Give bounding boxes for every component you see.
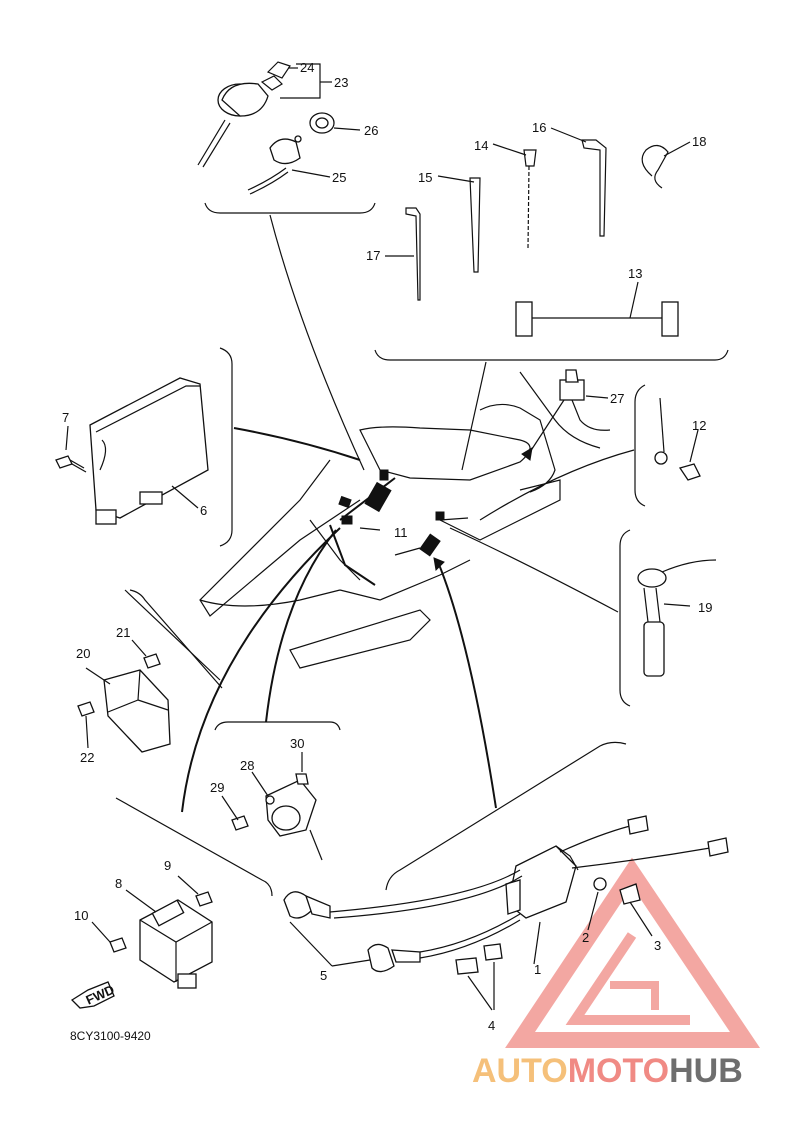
callout-22: 22 <box>80 750 94 765</box>
callout-19: 19 <box>698 600 712 615</box>
callout-numbers: 1 2 3 4 5 6 7 8 9 10 11 12 13 14 15 16 1… <box>62 60 712 1033</box>
switch-27-group <box>519 369 611 461</box>
cdi-unit-group <box>55 347 361 547</box>
callout-7: 7 <box>62 410 69 425</box>
watermark-auto: AUTO <box>472 1052 568 1090</box>
callout-18: 18 <box>692 134 706 149</box>
clamp-band-group <box>374 127 729 361</box>
callout-13: 13 <box>628 266 642 281</box>
ignition-coil-group <box>283 557 729 1011</box>
rectifier-group <box>77 527 341 813</box>
ground-wire-group <box>479 384 701 521</box>
sensor-19-group <box>449 527 717 707</box>
callout-16: 16 <box>532 120 546 135</box>
callout-5: 5 <box>320 968 327 983</box>
callout-9: 9 <box>164 858 171 873</box>
snowmobile-frame <box>199 403 561 669</box>
callout-25: 25 <box>332 170 346 185</box>
relay-group <box>70 797 273 1009</box>
part-number-code: 8CY3100-9420 <box>70 1029 151 1043</box>
main-switch-group <box>197 61 376 214</box>
callout-11: 11 <box>394 525 408 540</box>
callout-14: 14 <box>474 138 488 153</box>
callout-2: 2 <box>582 930 589 945</box>
callout-23: 23 <box>334 75 348 90</box>
fwd-label: FWD <box>83 982 116 1008</box>
callout-26: 26 <box>364 123 378 138</box>
svg-text:AUTOMOTOHUB: AUTOMOTOHUB <box>472 1052 743 1090</box>
callout-17: 17 <box>366 248 380 263</box>
callout-27: 27 <box>610 391 624 406</box>
callout-12: 12 <box>692 418 706 433</box>
callout-24: 24 <box>300 60 314 75</box>
callout-4: 4 <box>488 1018 495 1033</box>
watermark-hub: HUB <box>669 1052 743 1090</box>
callout-30: 30 <box>290 736 304 751</box>
watermark-moto: MOTO <box>568 1052 669 1090</box>
callout-20: 20 <box>76 646 90 661</box>
callout-28: 28 <box>240 758 254 773</box>
callout-10: 10 <box>74 908 88 923</box>
watermark-brand: AUTOMOTOHUB <box>472 1052 743 1090</box>
callout-21: 21 <box>116 625 130 640</box>
callout-3: 3 <box>654 938 661 953</box>
watermark-logo-triangle <box>505 857 761 1048</box>
callout-15: 15 <box>418 170 432 185</box>
callout-29: 29 <box>210 780 224 795</box>
callout-1: 1 <box>534 962 541 977</box>
callout-6: 6 <box>200 503 207 518</box>
thermo-sensor-group <box>214 529 341 861</box>
callout-8: 8 <box>115 876 122 891</box>
